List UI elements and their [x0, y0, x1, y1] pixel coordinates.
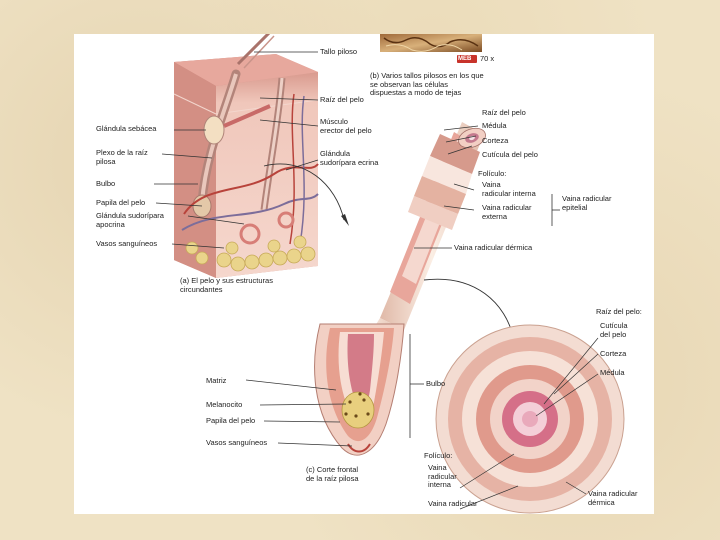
label-tallo-piloso: Tallo piloso: [320, 47, 358, 56]
label-vaina-radicular-interna-d: Vaina radicular interna: [428, 463, 457, 489]
label-raiz-del-pelo-a: Raíz del pelo: [320, 95, 364, 104]
label-medula-d: Médula: [600, 368, 625, 377]
label-plexo-raiz-pilosa: Plexo de la raíz pilosa: [96, 148, 148, 166]
label-melanocito: Melanocito: [206, 400, 243, 409]
label-vaina-radicular-dermica-d: Vaina radicular dérmica: [588, 489, 638, 507]
label-foliculo-d: Folículo:: [424, 451, 453, 460]
cross-section-rings: [435, 324, 625, 514]
label-vaina-radicular-dermica-b: Vaina radicular dérmica: [454, 243, 533, 252]
label-papila-del-pelo-c: Papila del pelo: [206, 416, 256, 425]
label-cuticula-del-pelo-d: Cutícula del pelo: [600, 321, 628, 339]
label-corteza-d: Corteza: [600, 349, 627, 358]
label-papila-del-pelo-a: Papila del pelo: [96, 198, 146, 207]
caption-c: (c) Corte frontal de la raíz pilosa: [306, 465, 359, 483]
slide-panel: Tallo piloso (b) Varios tallos pilosos e…: [74, 34, 654, 514]
label-vasos-sanguineos-a: Vasos sanguíneos: [96, 239, 158, 248]
bulb-section: [314, 323, 405, 456]
label-bulbo-c: Bulbo: [426, 379, 446, 388]
label-vaina-radicular-externa-d: Vaina radicular: [428, 499, 478, 508]
label-corteza-b: Corteza: [482, 136, 509, 145]
label-cuticula-del-pelo-b: Cutícula del pelo: [482, 150, 538, 159]
magnification-label: 70 x: [480, 54, 495, 63]
leader-lines: [154, 51, 599, 510]
hair-anatomy-figure: [154, 34, 625, 514]
label-bulbo-a: Bulbo: [96, 179, 116, 188]
label-medula-b: Médula: [482, 121, 507, 130]
label-foliculo-b: Folículo:: [478, 169, 507, 178]
label-raiz-del-pelo-d: Raíz del pelo:: [596, 307, 642, 316]
label-musculo-erector: Músculo erector del pelo: [320, 117, 372, 135]
meb-label: MEB: [458, 56, 472, 62]
label-vasos-sanguineos-c: Vasos sanguíneos: [206, 438, 268, 447]
caption-a: (a) El pelo y sus estructuras circundant…: [180, 276, 273, 294]
label-vaina-radicular-epitelial: Vaina radicular epitelial: [562, 194, 612, 212]
label-vaina-radicular-interna-b: Vaina radicular interna: [482, 180, 536, 198]
label-glandula-sudoripara-apocrina: Glándula sudorípara apocrina: [96, 211, 164, 229]
caption-b: (b) Varios tallos pilosos en los que se …: [370, 71, 484, 97]
label-glandula-sudoripara-ecrina: Glándula sudorípara ecrina: [320, 149, 379, 167]
label-vaina-radicular-externa-b: Vaina radicular externa: [482, 203, 532, 221]
label-matriz: Matriz: [206, 376, 227, 385]
label-glandula-sebacea: Glándula sebácea: [96, 124, 157, 133]
arrow-a-to-b: [263, 163, 345, 221]
skin-block: [173, 34, 319, 278]
meb-photo: [380, 34, 482, 52]
label-raiz-del-pelo-b: Raíz del pelo: [482, 108, 526, 117]
meb-badge: [457, 55, 477, 63]
